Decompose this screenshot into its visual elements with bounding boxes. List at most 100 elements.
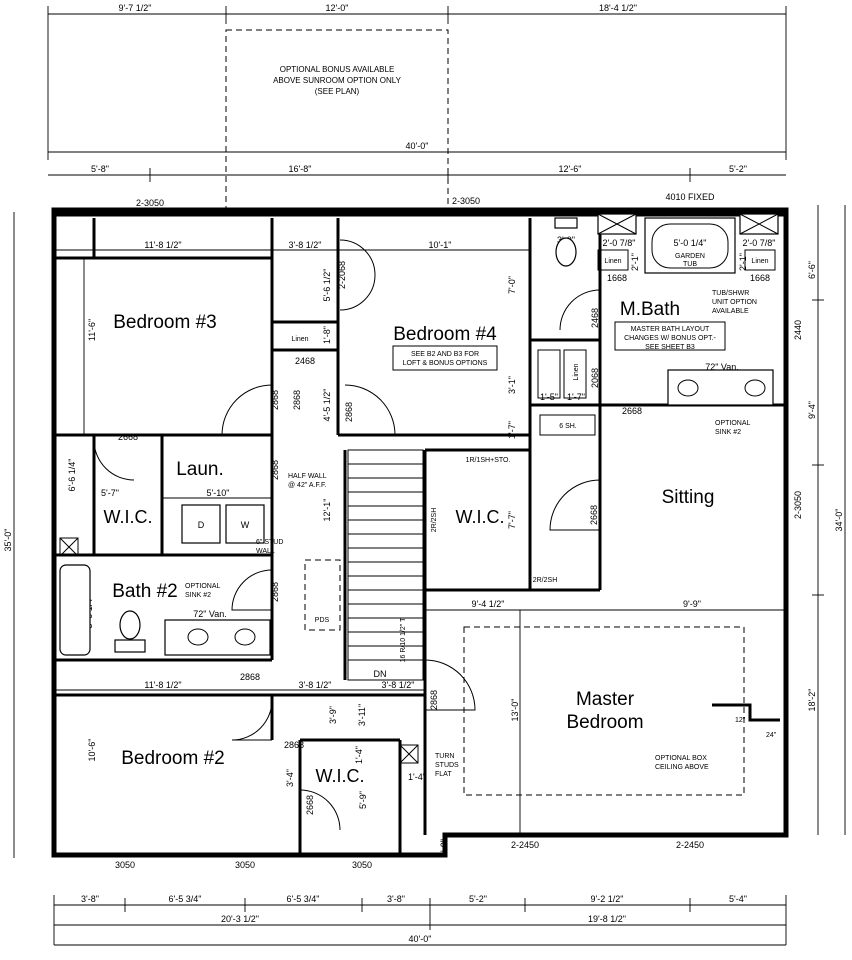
dim-b-2: 6'-5 3/4" bbox=[169, 894, 202, 904]
door-bedroom-2[interactable] bbox=[231, 699, 273, 741]
dim-m-99: 9'-9" bbox=[683, 599, 701, 609]
room-sitting: Sitting bbox=[662, 487, 715, 508]
pds-label: PDS bbox=[315, 617, 330, 624]
room-bath-2: Bath #2 bbox=[112, 581, 178, 602]
door-bedroom-3[interactable] bbox=[221, 384, 273, 436]
dim-b3-h: 11'-6" bbox=[87, 319, 97, 341]
dim-1668-b: 1668 bbox=[750, 273, 770, 283]
dim-b-1: 3'-8" bbox=[81, 894, 99, 904]
dim-m-13: 13'-0" bbox=[510, 699, 520, 722]
dim-w3050-b: 3050 bbox=[235, 860, 255, 870]
box-note-2: CEILING ABOVE bbox=[655, 764, 709, 771]
bonus-note-1: OPTIONAL BONUS AVAILABLE bbox=[280, 65, 395, 74]
door-wic-3[interactable] bbox=[299, 789, 341, 831]
shelf-note-1: 1R/1SH+STO. bbox=[466, 457, 511, 464]
dim-lw-3: 5'-10" bbox=[207, 488, 230, 498]
dim-w2450-a: 2-2450 bbox=[511, 840, 539, 850]
dim-mb-4: 2'-1" bbox=[630, 253, 640, 271]
linen-label-3: Linen bbox=[751, 258, 768, 265]
dim-b-7: 5'-4" bbox=[729, 894, 747, 904]
dim-1-8: 1'-8" bbox=[322, 326, 332, 344]
turn-note-2: STUDS bbox=[435, 762, 459, 769]
dim-2668-c: 2668 bbox=[589, 505, 599, 525]
dim-12-1: 12'-1" bbox=[322, 499, 332, 522]
exterior-walls bbox=[51, 207, 789, 858]
dim-2868-e: 2868 bbox=[240, 672, 260, 682]
dim-top-1: 9'-7 1/2" bbox=[119, 3, 152, 13]
dim-2068-a: 2-2068 bbox=[337, 261, 347, 289]
room-wic-2: W.I.C. bbox=[456, 507, 505, 527]
stairs-dn: DN bbox=[374, 669, 387, 679]
dim-3-8-b: 3'-8 1/2" bbox=[382, 680, 415, 690]
vanity-label-1: 72" Van. bbox=[705, 362, 739, 372]
dim-mb-1: 5'-0 1/4" bbox=[674, 238, 707, 248]
room-laundry: Laun. bbox=[176, 459, 224, 480]
door-mbath[interactable] bbox=[559, 289, 601, 331]
stud-note-2: WALL bbox=[256, 548, 275, 555]
dim-left-35: 35'-0" bbox=[3, 529, 13, 552]
dim-7-7: 7'-7" bbox=[507, 511, 517, 529]
shelf-note-3: 2R/2SH bbox=[533, 577, 558, 584]
dim-mb-3: 2'-0 7/8" bbox=[743, 238, 776, 248]
sink-mbath-2 bbox=[744, 379, 766, 397]
garden-tub-basin bbox=[651, 223, 729, 269]
tub-note-1: TUB/SHWR bbox=[712, 290, 749, 297]
dim-r2-c: 12'-6" bbox=[559, 164, 582, 174]
sink-bath-2-1 bbox=[187, 628, 209, 646]
vanity-mbath bbox=[667, 369, 774, 406]
room-master-1: Master bbox=[576, 689, 635, 710]
dim-w2450-b: 2-2450 bbox=[676, 840, 704, 850]
side-dimensions: 35'-0" 6'-6" 2440 9'-4" 2-3050 34'-0" 18… bbox=[3, 205, 846, 858]
door-wic-1[interactable] bbox=[93, 439, 135, 481]
dim-b-4: 3'-8" bbox=[387, 894, 405, 904]
tub-note-3: AVAILABLE bbox=[712, 308, 749, 315]
dim-2868-a: 2868 bbox=[270, 390, 280, 410]
box-ceiling bbox=[463, 626, 745, 796]
dim-3-9: 3'-9" bbox=[328, 706, 338, 724]
interior-walls bbox=[54, 218, 786, 855]
shelf-6sh bbox=[539, 414, 596, 436]
toilet-mbath-tank bbox=[554, 217, 578, 229]
shelf-note-2: 2R/2SH bbox=[431, 508, 438, 533]
shower-small bbox=[537, 349, 561, 399]
mb-note-2: CHANGES W/ BONUS OPT.- bbox=[624, 335, 716, 342]
dim-lw-2: 5'-7" bbox=[101, 488, 119, 498]
top-dimensions: 9'-7 1/2" 12'-0" 18'-4 1/2" 40'-0" 5'-8"… bbox=[47, 3, 787, 208]
dim-3-8-a: 3'-8 1/2" bbox=[299, 680, 332, 690]
dim-top-2: 12'-0" bbox=[326, 3, 349, 13]
dim-3-11: 3'-11" bbox=[357, 704, 367, 726]
dim-w3050-c: 3050 bbox=[352, 860, 372, 870]
dim-2668-a: 2668 bbox=[118, 432, 138, 442]
garden-note-2: TUB bbox=[683, 261, 697, 268]
door-bedroom-4[interactable] bbox=[344, 384, 396, 436]
dim-b4-h: 7'-0" bbox=[507, 276, 517, 294]
dim-win-1: 2-3050 bbox=[136, 198, 164, 208]
door-wic-2[interactable] bbox=[549, 479, 601, 531]
sink-mbath-1 bbox=[677, 379, 699, 397]
dim-right-94: 9'-4" bbox=[807, 401, 817, 419]
room-bedroom-4: Bedroom #4 bbox=[393, 324, 497, 345]
linen-small bbox=[563, 349, 587, 399]
dim-b2-h: 10'-6" bbox=[87, 739, 97, 762]
toilet-bath-2-icon bbox=[119, 610, 141, 640]
halfwall-note-1: HALF WALL bbox=[288, 473, 327, 480]
dim-r2-d: 5'-2" bbox=[729, 164, 747, 174]
dim-b2-w: 11'-8 1/2" bbox=[144, 680, 181, 690]
mb-note-1: MASTER BATH LAYOUT bbox=[631, 326, 710, 333]
door-closet-b4-2[interactable] bbox=[339, 274, 376, 311]
dim-r2-a: 5'-8" bbox=[91, 164, 109, 174]
dim-4-5: 4'-5 1/2" bbox=[322, 389, 332, 422]
door-closet-b4-1[interactable] bbox=[339, 239, 376, 276]
washer-label: W bbox=[241, 520, 250, 530]
linen-label-4: Linen bbox=[573, 363, 580, 380]
dim-mb-2: 2'-0 7/8" bbox=[603, 238, 636, 248]
dim-2468-b: 2468 bbox=[590, 308, 600, 328]
garden-note-1: GARDEN bbox=[675, 253, 705, 260]
dim-right-66: 6'-6" bbox=[807, 261, 817, 279]
dim-2468-a: 2468 bbox=[295, 356, 315, 366]
door-master[interactable] bbox=[424, 659, 476, 711]
dim-2868-c: 2868 bbox=[270, 460, 280, 480]
door-bath-2[interactable] bbox=[231, 569, 273, 611]
dim-2868-d: 2868 bbox=[270, 582, 280, 602]
